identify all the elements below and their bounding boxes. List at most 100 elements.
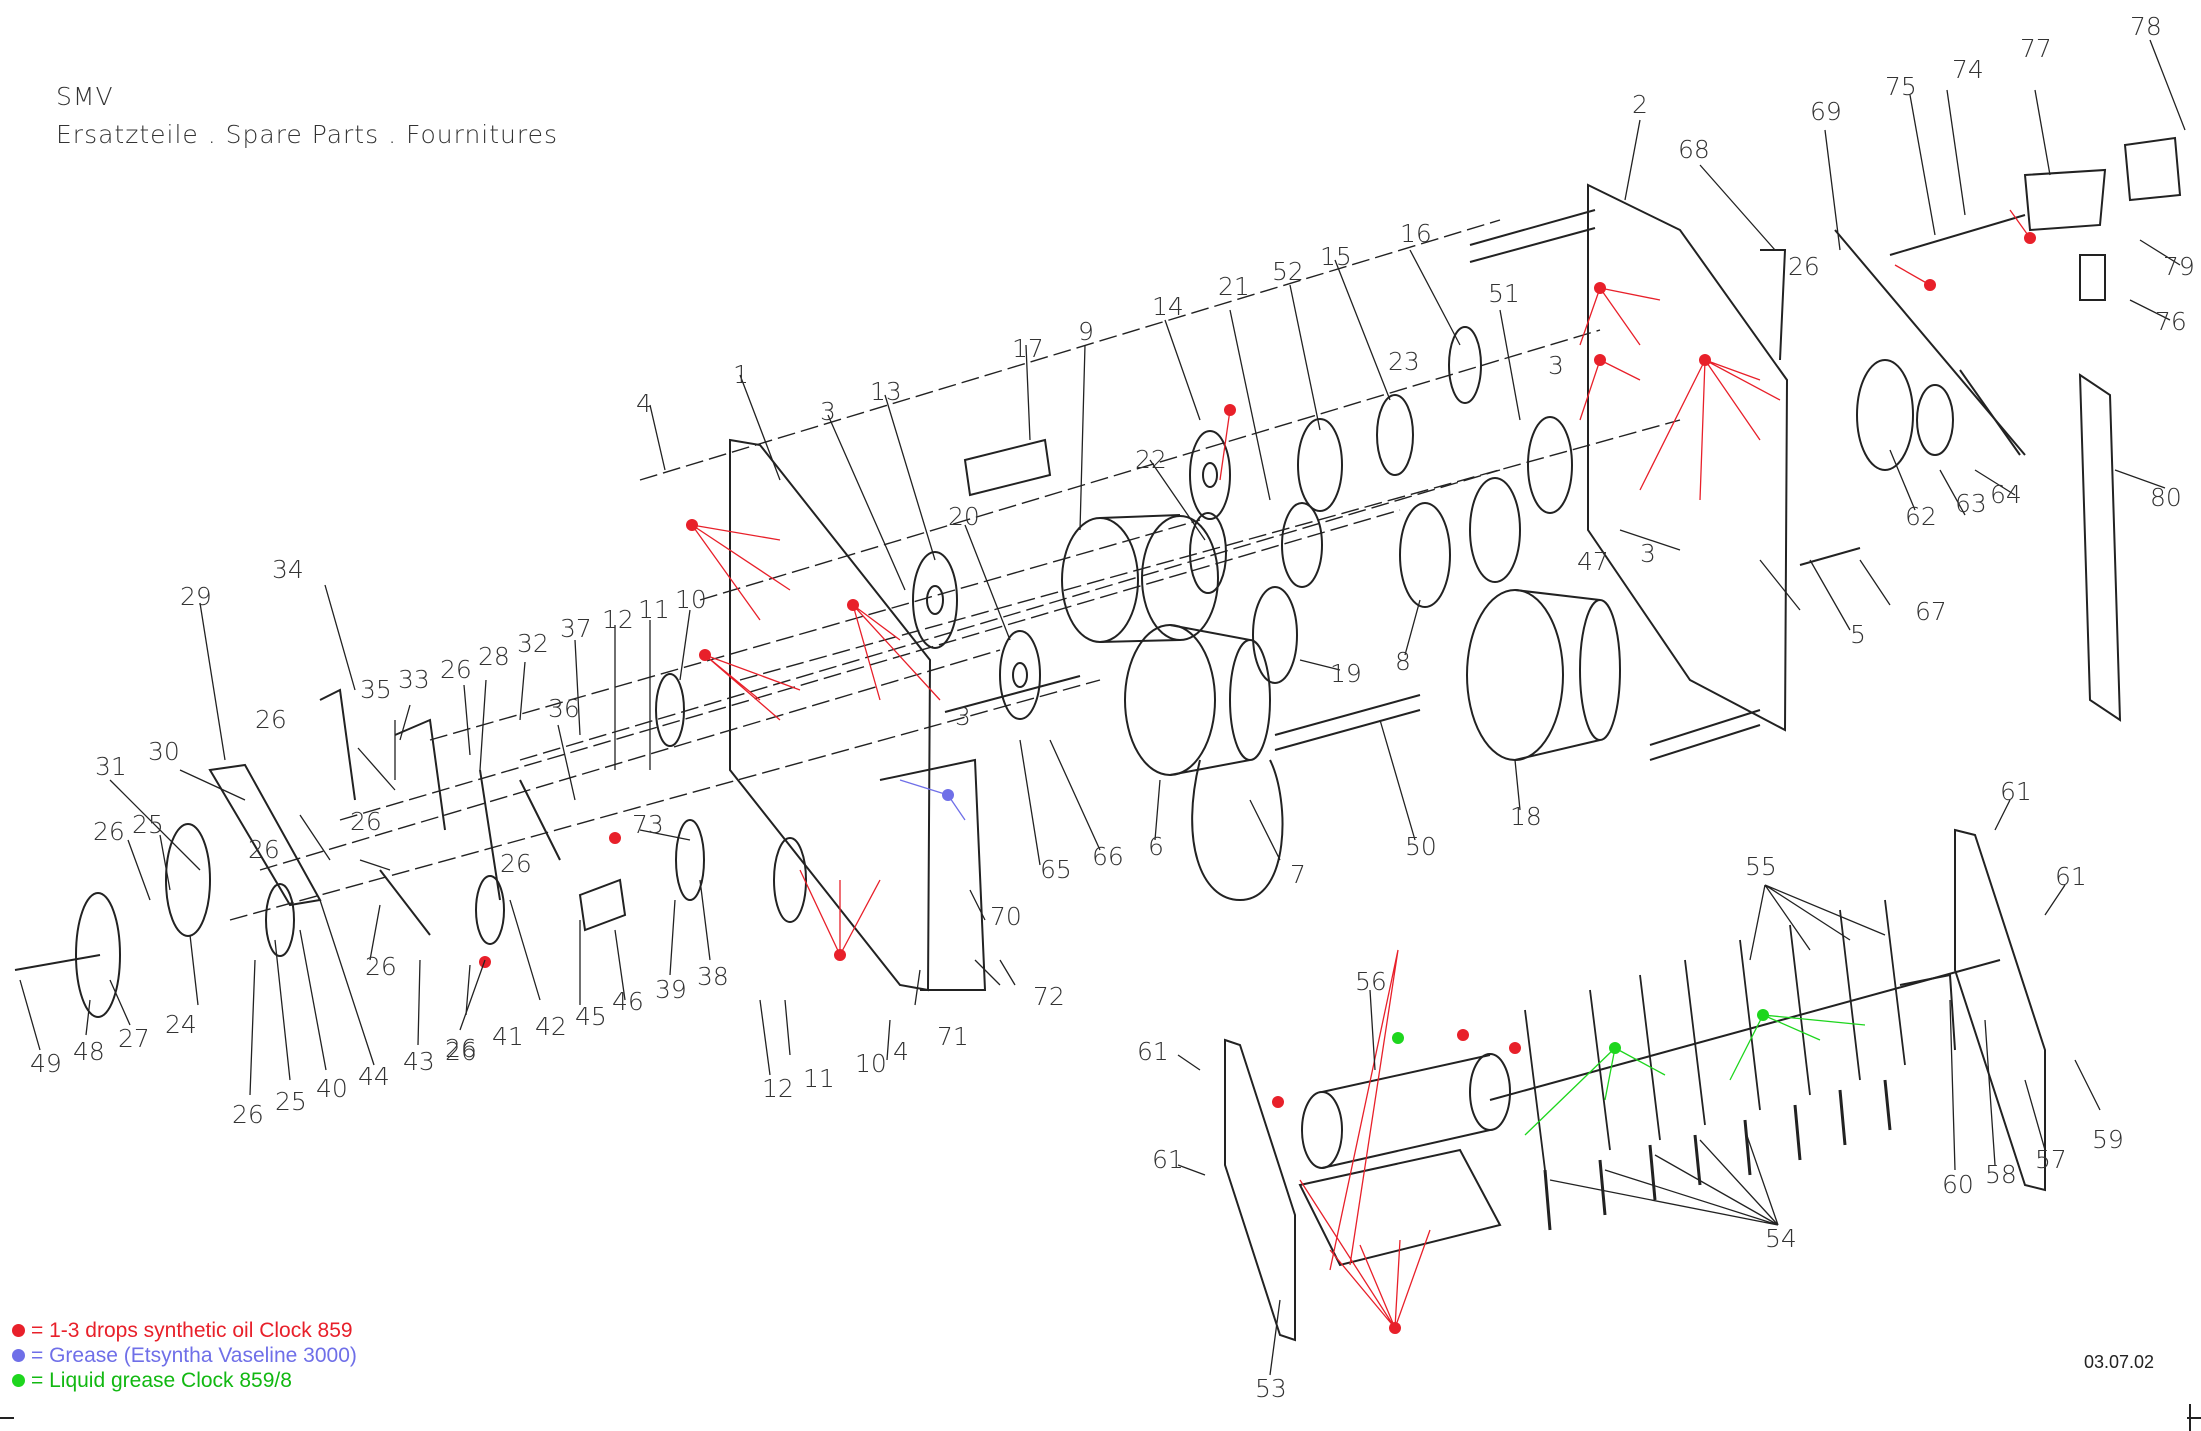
callout-label: 23	[1388, 347, 1420, 376]
callout-label: 5	[1850, 620, 1866, 649]
callout-label: 4	[893, 1037, 909, 1066]
liquid-dot	[1392, 1032, 1404, 1044]
callout-label: 26	[365, 952, 397, 981]
callout-label: 26	[248, 835, 280, 864]
callout-label: 8	[1395, 647, 1411, 676]
screw-5	[1799, 547, 1861, 566]
page-subtitle: Ersatzteile . Spare Parts . Fournitures	[56, 120, 559, 149]
callout-label: 24	[165, 1010, 197, 1039]
callout-label: 48	[73, 1037, 105, 1066]
callout-label: 36	[548, 694, 580, 723]
drum-9	[1061, 514, 1219, 643]
callout-label: 16	[1400, 219, 1432, 248]
arm-64	[1959, 369, 2021, 456]
grease-dot-icon	[12, 1349, 25, 1362]
arm-68	[1760, 249, 1787, 361]
brand-title: SMV	[56, 82, 114, 111]
bracket-78	[2123, 136, 2182, 202]
callout-label: 6	[1148, 832, 1164, 861]
wheel-22	[1189, 512, 1227, 594]
callout-label: 56	[1355, 967, 1387, 996]
callout-label: 30	[148, 737, 180, 766]
oil-dot	[609, 832, 621, 844]
callout-label: 64	[1990, 480, 2022, 509]
oil-dot	[699, 649, 711, 661]
oil-dot	[1389, 1322, 1401, 1334]
shaft-49	[14, 954, 101, 971]
callout-label: 26	[350, 807, 382, 836]
oil-dot	[1457, 1029, 1469, 1041]
callout-label: 54	[1765, 1224, 1797, 1253]
callout-label: 44	[358, 1062, 390, 1091]
callout-label: 71	[937, 1022, 969, 1051]
grease-dot	[942, 789, 954, 801]
callout-label: 40	[316, 1074, 348, 1103]
part-42-45	[578, 878, 627, 932]
callout-label: 13	[870, 377, 902, 406]
callout-label: 35	[360, 675, 392, 704]
callout-label: 14	[1152, 292, 1184, 321]
wheel-13	[912, 551, 958, 649]
callout-label: 39	[655, 975, 687, 1004]
callout-label: 38	[697, 962, 729, 991]
callout-label: 3	[1548, 351, 1564, 380]
lever-80	[2078, 373, 2122, 722]
callout-label: 20	[948, 502, 980, 531]
callout-label: 11	[638, 595, 670, 624]
callout-label: 72	[1033, 982, 1065, 1011]
rack-17	[963, 438, 1052, 497]
oil-dot	[1594, 354, 1606, 366]
oil-dot	[1699, 354, 1711, 366]
drum-6	[1124, 624, 1271, 776]
callout-label: 3	[1640, 539, 1656, 568]
callout-label: 45	[575, 1002, 607, 1031]
callout-label: 75	[1885, 72, 1917, 101]
callout-label: 78	[2130, 12, 2162, 41]
base-53	[1298, 1148, 1502, 1267]
callout-label: 41	[492, 1022, 524, 1051]
shaft-75	[1889, 214, 2026, 256]
clip-76	[2079, 254, 2106, 301]
callout-label: 9	[1078, 317, 1094, 346]
wheel-40	[265, 883, 295, 957]
star-38	[675, 819, 705, 901]
oil-dot	[1594, 282, 1606, 294]
callout-label: 25	[275, 1087, 307, 1116]
callout-label: 61	[2055, 862, 2087, 891]
plate-53	[1224, 1038, 1296, 1342]
plate-57	[1954, 828, 2046, 1192]
callout-label: 2	[1632, 90, 1648, 119]
callout-label: 26	[445, 1034, 477, 1063]
oil-dot	[2024, 232, 2036, 244]
wheel-14	[1189, 430, 1231, 520]
star-10b	[773, 837, 807, 923]
front-plate	[729, 438, 932, 992]
springs-54	[1543, 1079, 1892, 1231]
liquid-dot-icon	[12, 1374, 25, 1387]
pillar-bottom	[1649, 709, 1761, 761]
star-41	[475, 875, 505, 945]
callout-label: 73	[632, 810, 664, 839]
liquid-dots	[1392, 1009, 1769, 1054]
callout-label: 17	[1012, 334, 1044, 363]
callout-label: 52	[1272, 257, 1304, 286]
callout-label: 25	[132, 810, 164, 839]
callout-label: 77	[2020, 34, 2052, 63]
callout-label: 59	[2092, 1125, 2124, 1154]
callout-label: 76	[2155, 307, 2187, 336]
callout-label: 74	[1952, 55, 1984, 84]
callout-label: 3	[820, 397, 836, 426]
callout-label: 43	[403, 1047, 435, 1076]
wheel-47	[1469, 477, 1521, 583]
wheel-51	[1527, 416, 1573, 514]
callout-label: 15	[1320, 242, 1352, 271]
callout-label: 46	[612, 987, 644, 1016]
callout-label: 57	[2035, 1145, 2067, 1174]
callout-label: 63	[1955, 489, 1987, 518]
callout-label: 1	[733, 360, 749, 389]
callout-label: 11	[803, 1064, 835, 1093]
callout-label: 61	[1152, 1145, 1184, 1174]
revision-date: 03.07.02	[2084, 1352, 2155, 1372]
callout-label: 31	[95, 752, 127, 781]
